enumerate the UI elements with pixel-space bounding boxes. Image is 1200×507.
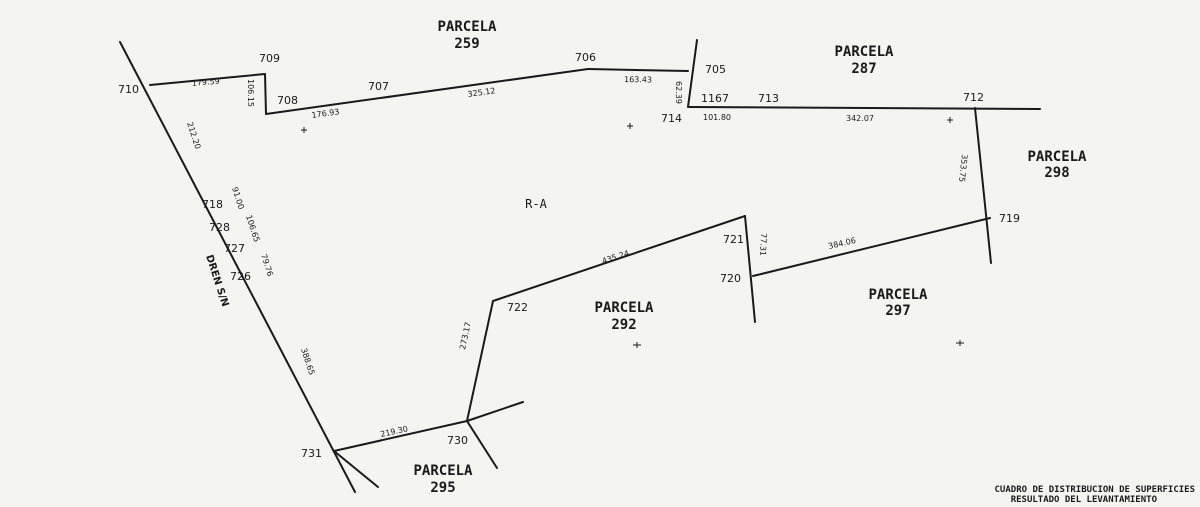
drain-label: DREN S/N	[203, 254, 230, 309]
vertex-706: 706	[575, 51, 596, 64]
distance-labels: 179.59 106.15 176.93 325.12 163.43 62.39…	[185, 75, 969, 439]
distance-731-726: 388.65	[299, 347, 316, 376]
vertex-714: 714	[661, 112, 682, 125]
distance-718-728: 91.00	[230, 186, 246, 211]
distance-727-726: 79.76	[259, 253, 275, 278]
parcel-292-number: 292	[611, 317, 636, 333]
vertex-726: 726	[230, 270, 251, 283]
segment-730-east	[466, 401, 524, 422]
vertex-722: 722	[507, 301, 528, 314]
segment-719-720	[752, 217, 991, 277]
parcel-292-title: PARCELA	[594, 300, 654, 316]
distance-719-720: 384.06	[827, 236, 856, 251]
parcel-287-number: 287	[851, 61, 876, 77]
parcel-295-number: 295	[430, 480, 455, 496]
vertex-728: 728	[209, 221, 230, 234]
distance-721-720: 77.31	[758, 233, 768, 256]
parcel-259-title: PARCELA	[437, 19, 497, 35]
distance-708-707: 176.93	[311, 107, 340, 120]
distance-722-730: 273.17	[458, 321, 473, 350]
vertex-730: 730	[447, 434, 468, 447]
parcel-298-title: PARCELA	[1027, 149, 1087, 165]
footer-line-2: RESULTADO DEL LEVANTAMIENTO	[1011, 495, 1158, 505]
vertex-719: 719	[999, 212, 1020, 225]
survey-marks	[301, 117, 964, 348]
vertex-712: 712	[963, 91, 984, 104]
vertex-720: 720	[720, 272, 741, 285]
segment-721-722	[492, 215, 746, 302]
parcel-259-number: 259	[454, 36, 479, 52]
distance-707-706: 325.12	[467, 86, 496, 99]
area-label: R-A	[525, 197, 547, 211]
vertex-1167: 1167	[701, 92, 729, 105]
vertex-727: 727	[224, 242, 245, 255]
segment-714-712	[687, 106, 1041, 110]
vertex-709: 709	[259, 52, 280, 65]
distance-712-719: 353.75	[957, 154, 969, 183]
vertex-labels: 710 709 708 707 706 705 1167 713 712 714…	[118, 51, 1020, 460]
distance-721-722: 435.24	[601, 249, 630, 266]
parcel-295-title: PARCELA	[413, 463, 473, 479]
segment-730-south	[466, 420, 498, 469]
distance-713-712: 342.07	[846, 114, 874, 123]
parcel-298-number: 298	[1044, 165, 1069, 181]
segment-721-720	[744, 215, 756, 323]
segment-731-south	[333, 450, 379, 488]
distance-710-709: 179.59	[191, 77, 220, 88]
boundary-lines	[119, 39, 1041, 493]
parcel-297-number: 297	[885, 303, 910, 319]
footer-line-1: CUADRO DE DISTRIBUCION DE SUPERFICIES	[995, 485, 1195, 495]
segment-722-730	[466, 300, 494, 422]
segment-730-731	[333, 420, 468, 452]
vertex-708: 708	[277, 94, 298, 107]
west-boundary-drain	[119, 41, 356, 493]
parcel-287-title: PARCELA	[834, 44, 894, 60]
vertex-705: 705	[705, 63, 726, 76]
vertex-718: 718	[202, 198, 223, 211]
vertex-707: 707	[368, 80, 389, 93]
segment-706-705	[587, 68, 689, 72]
distance-705-714: 62.39	[674, 81, 683, 104]
segment-709-708	[264, 73, 267, 115]
distance-709-708: 106.15	[246, 79, 255, 107]
distance-728-727: 106.65	[244, 214, 261, 243]
segment-712-719	[974, 107, 992, 264]
segment-710-709	[149, 73, 266, 86]
distance-714-713: 101.80	[703, 113, 731, 122]
segment-705-714	[687, 39, 698, 108]
parcel-297-title: PARCELA	[868, 287, 928, 303]
vertex-731: 731	[301, 447, 322, 460]
vertex-721: 721	[723, 233, 744, 246]
vertex-710: 710	[118, 83, 139, 96]
distance-706-705: 163.43	[624, 75, 652, 84]
segment-708-706	[265, 68, 589, 115]
vertex-713: 713	[758, 92, 779, 105]
distance-710-718: 212.20	[185, 121, 202, 150]
